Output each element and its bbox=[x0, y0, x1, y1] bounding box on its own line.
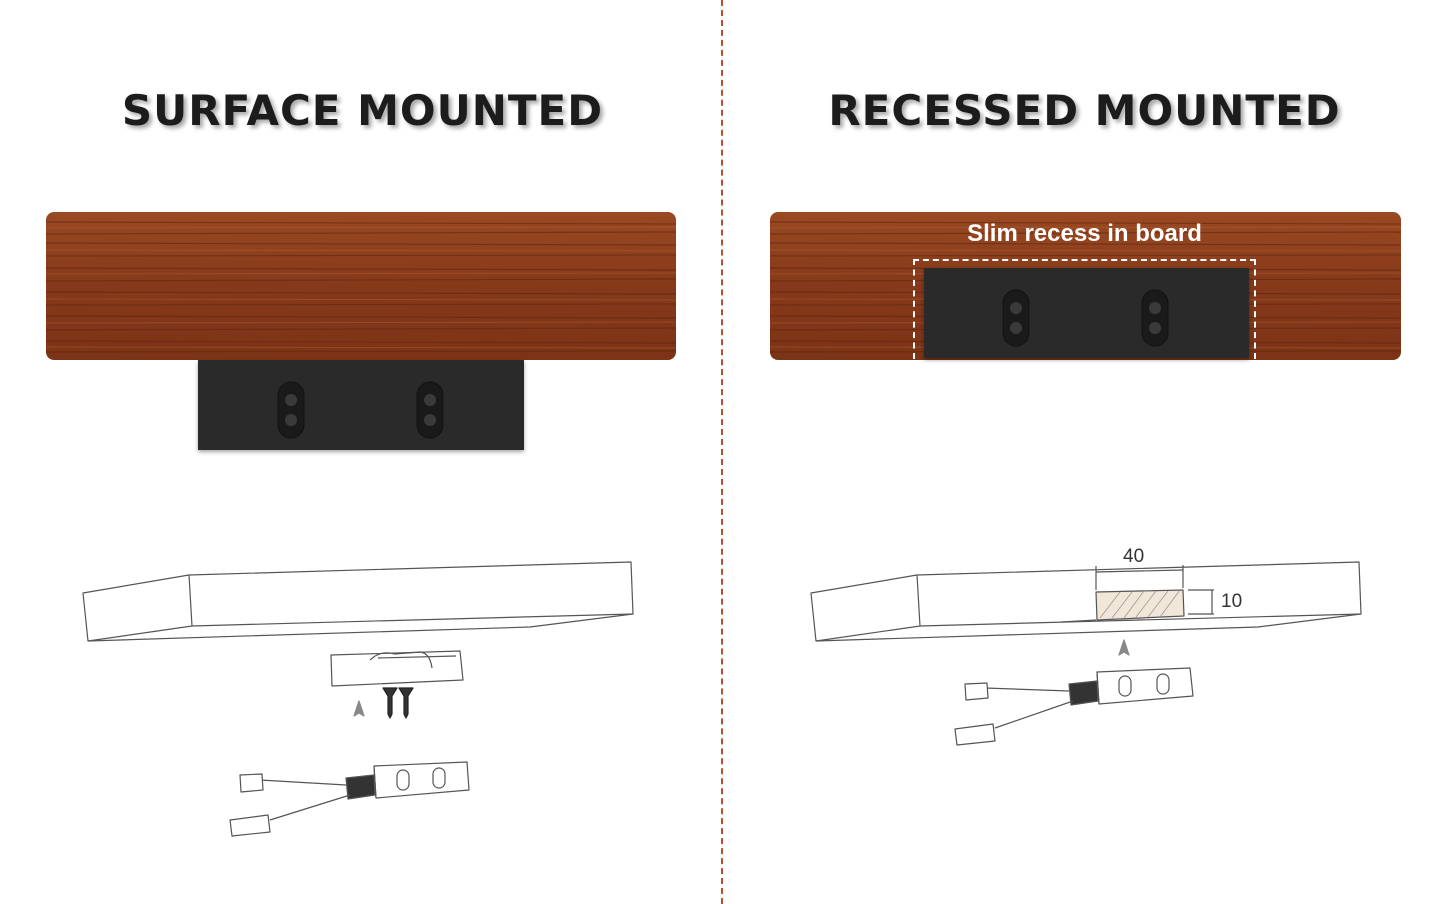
surface-wood-board bbox=[46, 212, 676, 360]
recessed-driver-box-drawing bbox=[954, 667, 1194, 746]
surface-mounted-housing bbox=[198, 360, 524, 450]
recessed-mounted-title: RECESSED MOUNTED bbox=[828, 86, 1341, 135]
mount-slot-icon bbox=[416, 381, 444, 439]
mounting-clip-drawing bbox=[330, 650, 464, 687]
recess-depth-label: 10 bbox=[1221, 591, 1243, 612]
recess-label: Slim recess in board bbox=[967, 220, 1202, 247]
wood-grain-left bbox=[46, 212, 676, 360]
screws-drawing bbox=[382, 687, 414, 719]
surface-driver-box-drawing bbox=[229, 761, 470, 837]
recess-width-label: 40 bbox=[1123, 546, 1145, 567]
mount-slot-icon bbox=[277, 381, 305, 439]
mount-slot-icon bbox=[1002, 289, 1030, 347]
surface-mounted-title: SURFACE MOUNTED bbox=[121, 86, 604, 135]
recessed-shelf-drawing bbox=[810, 561, 1362, 642]
recess-outline bbox=[913, 259, 1256, 359]
up-arrow-icon bbox=[353, 700, 365, 717]
surface-shelf-drawing bbox=[82, 561, 634, 642]
mount-slot-icon bbox=[1141, 289, 1169, 347]
recessed-housing bbox=[924, 268, 1249, 358]
up-arrow-icon bbox=[1118, 639, 1130, 656]
center-divider bbox=[721, 0, 723, 904]
